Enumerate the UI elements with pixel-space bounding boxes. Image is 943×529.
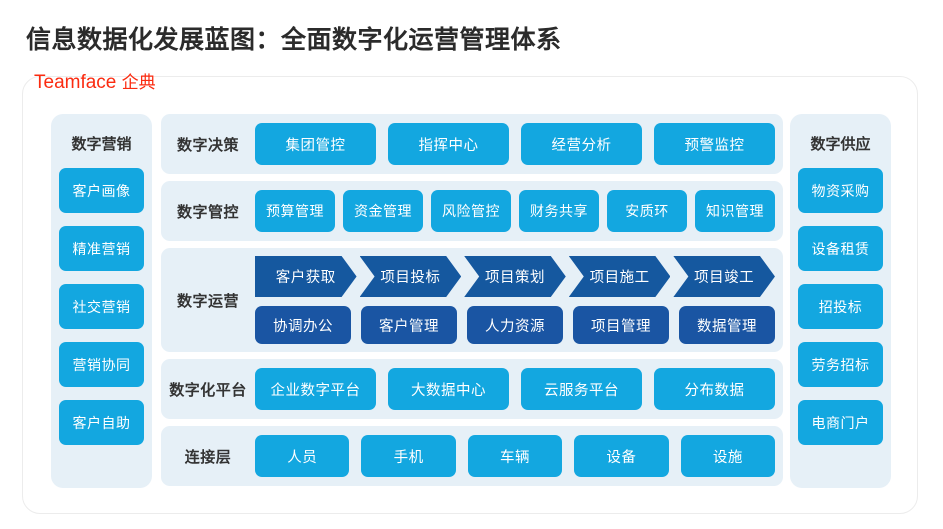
pill-personnel[interactable]: 人员 — [255, 435, 350, 477]
brand-logo: Teamface 企典 — [34, 68, 156, 94]
chip-material-procurement[interactable]: 物资采购 — [798, 168, 883, 213]
panel-items-left: 客户画像 精准营销 社交营销 营销协同 客户自助 — [59, 168, 144, 445]
operations-modules: 协调办公 客户管理 人力资源 项目管理 数据管理 — [255, 306, 775, 344]
pill-risk-control[interactable]: 风险管控 — [431, 190, 511, 232]
pill-vehicle[interactable]: 车辆 — [467, 435, 563, 477]
chip-precision-marketing[interactable]: 精准营销 — [59, 226, 144, 271]
pill-group-control[interactable]: 集团管控 — [255, 123, 376, 165]
pill-finance-sharing[interactable]: 财务共享 — [519, 190, 599, 232]
pill-equipment[interactable]: 设备 — [574, 435, 669, 477]
pill-early-warning-monitoring[interactable]: 预警监控 — [654, 123, 775, 165]
row-items-decision: 集团管控 指挥中心 经营分析 预警监控 — [255, 123, 783, 165]
pill-project-management[interactable]: 项目管理 — [573, 306, 669, 344]
row-label-connect: 连接层 — [184, 448, 232, 466]
chevron-customer-acquisition[interactable]: 客户获取 — [255, 256, 357, 297]
chip-customer-profile[interactable]: 客户画像 — [59, 168, 144, 213]
pill-human-resources[interactable]: 人力资源 — [467, 306, 563, 344]
row-digital-platform: 数字化平台 企业数字平台 大数据中心 云服务平台 分布数据 — [161, 359, 783, 419]
pill-safety-quality-environment[interactable]: 安质环 — [607, 190, 687, 232]
chevron-project-completion[interactable]: 项目竣工 — [673, 256, 775, 297]
brand-latin-text: Teamface — [34, 72, 117, 93]
panel-title-left: 数字营销 — [71, 136, 132, 153]
chip-customer-self-service[interactable]: 客户自助 — [59, 400, 144, 445]
row-items-control: 预算管理 资金管理 风险管控 财务共享 安质环 知识管理 — [255, 190, 783, 232]
row-items-connect: 人员 手机 车辆 设备 设施 — [255, 435, 783, 477]
pill-big-data-center[interactable]: 大数据中心 — [388, 368, 509, 410]
row-label-control: 数字管控 — [176, 203, 239, 221]
chevron-project-construction[interactable]: 项目施工 — [569, 256, 671, 297]
row-label-decision: 数字决策 — [176, 136, 239, 154]
pill-business-analysis[interactable]: 经营分析 — [521, 123, 642, 165]
panel-digital-marketing: 数字营销 客户画像 精准营销 社交营销 营销协同 客户自助 — [51, 114, 152, 488]
chip-social-marketing[interactable]: 社交营销 — [59, 284, 144, 329]
operations-stack: 客户获取 项目投标 项目策划 项目施工 项目竣工 协调办公 客户管理 人力资源 … — [255, 256, 783, 344]
pill-customer-management[interactable]: 客户管理 — [361, 306, 457, 344]
panel-digital-supply: 数字供应 物资采购 设备租赁 招投标 劳务招标 电商门户 — [790, 114, 891, 488]
panel-items-right: 物资采购 设备租赁 招投标 劳务招标 电商门户 — [798, 168, 883, 445]
pill-coordinated-office[interactable]: 协调办公 — [255, 306, 351, 344]
pill-facility[interactable]: 设施 — [680, 435, 776, 477]
chip-marketing-collaboration[interactable]: 营销协同 — [59, 342, 144, 387]
brand-cn-text: 企典 — [121, 73, 156, 92]
pill-mobile-phone[interactable]: 手机 — [361, 435, 456, 477]
pill-cloud-service-platform[interactable]: 云服务平台 — [521, 368, 642, 410]
row-connection-layer: 连接层 人员 手机 车辆 设备 设施 — [161, 426, 783, 486]
chip-tendering-bidding[interactable]: 招投标 — [798, 284, 883, 329]
pill-fund-management[interactable]: 资金管理 — [343, 190, 423, 232]
pill-enterprise-digital-platform[interactable]: 企业数字平台 — [255, 368, 376, 410]
page-title: 信息数据化发展蓝图：全面数字化运营管理体系 — [26, 26, 562, 54]
chip-equipment-leasing[interactable]: 设备租赁 — [798, 226, 883, 271]
pill-distributed-data[interactable]: 分布数据 — [654, 368, 775, 410]
center-stack: 数字决策 集团管控 指挥中心 经营分析 预警监控 数字管控 预算管理 资金管理 … — [161, 114, 783, 486]
row-digital-operations: 数字运营 客户获取 项目投标 项目策划 项目施工 项目竣工 协调办公 客户管理 … — [161, 248, 783, 352]
row-label-platform: 数字化平台 — [169, 381, 247, 399]
row-items-platform: 企业数字平台 大数据中心 云服务平台 分布数据 — [255, 368, 783, 410]
row-digital-decision: 数字决策 集团管控 指挥中心 经营分析 预警监控 — [161, 114, 783, 174]
pill-command-center[interactable]: 指挥中心 — [388, 123, 509, 165]
diagram-frame: 数字营销 客户画像 精准营销 社交营销 营销协同 客户自助 数字决策 集团管控 … — [22, 76, 918, 514]
pill-budget-management[interactable]: 预算管理 — [255, 190, 335, 232]
chip-labor-bidding[interactable]: 劳务招标 — [798, 342, 883, 387]
chevron-project-planning[interactable]: 项目策划 — [464, 256, 566, 297]
row-digital-governance: 数字管控 预算管理 资金管理 风险管控 财务共享 安质环 知识管理 — [161, 181, 783, 241]
operations-flow: 客户获取 项目投标 项目策划 项目施工 项目竣工 — [255, 256, 775, 297]
chip-ecommerce-portal[interactable]: 电商门户 — [798, 400, 883, 445]
panel-title-right: 数字供应 — [810, 136, 871, 153]
pill-knowledge-management[interactable]: 知识管理 — [695, 190, 775, 232]
row-label-operations: 数字运营 — [176, 292, 239, 310]
pill-data-management[interactable]: 数据管理 — [679, 306, 775, 344]
chevron-project-bidding[interactable]: 项目投标 — [360, 256, 462, 297]
